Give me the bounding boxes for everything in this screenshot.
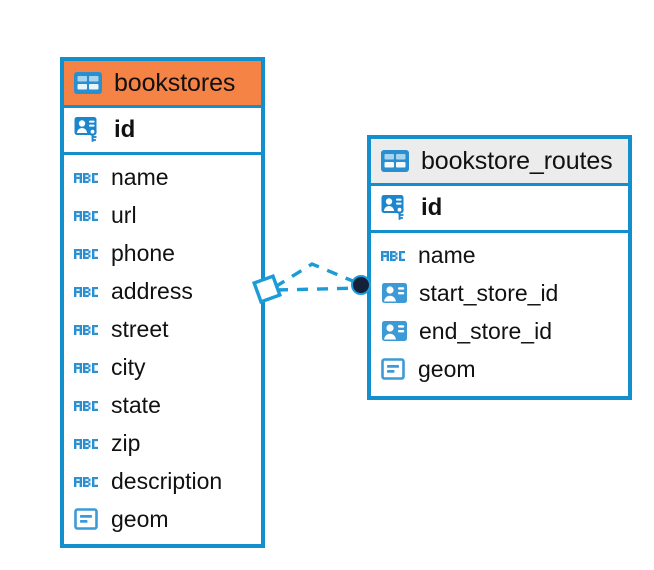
text-abc-icon [74, 433, 100, 453]
entity-bookstore-routes[interactable]: bookstore_routes [367, 135, 632, 400]
field-row-primary-key[interactable]: id [371, 186, 628, 233]
field-row-geom[interactable]: geom [64, 500, 261, 538]
field-row-phone[interactable]: phone [64, 234, 261, 272]
field-label: geom [111, 505, 169, 532]
field-label: start_store_id [419, 279, 559, 306]
text-abc-icon [74, 243, 100, 263]
diamond-outline-marker [252, 274, 282, 304]
field-row-description[interactable]: description [64, 462, 261, 500]
field-row-end-store-id[interactable]: end_store_id [371, 312, 628, 350]
text-abc-icon [74, 357, 100, 377]
entity-header-bookstore-routes[interactable]: bookstore_routes [371, 139, 628, 186]
field-label: id [114, 116, 136, 143]
field-label: street [111, 315, 169, 342]
field-label: description [111, 467, 223, 494]
table-icon [73, 70, 103, 96]
text-abc-icon [74, 395, 100, 415]
entity-header-bookstores[interactable]: bookstores [64, 61, 261, 108]
field-label: name [111, 163, 169, 190]
geometry-icon [74, 507, 100, 531]
field-label: name [418, 241, 476, 268]
relationship-line-upper [274, 262, 361, 289]
field-label: city [111, 353, 146, 380]
text-abc-icon [74, 471, 100, 491]
field-row-state[interactable]: state [64, 386, 261, 424]
relationship-connector[interactable] [250, 243, 380, 313]
field-row-geom[interactable]: geom [371, 350, 628, 388]
text-abc-icon [74, 167, 100, 187]
field-row-zip[interactable]: zip [64, 424, 261, 462]
field-row-name[interactable]: name [64, 158, 261, 196]
entity-bookstores[interactable]: bookstores [60, 57, 265, 548]
field-row-name[interactable]: name [371, 236, 628, 274]
field-row-url[interactable]: url [64, 196, 261, 234]
field-row-street[interactable]: street [64, 310, 261, 348]
relationship-line-lower [276, 286, 361, 292]
primary-key-icon [74, 116, 103, 144]
entity-title: bookstore_routes [421, 146, 613, 175]
text-abc-icon [381, 245, 407, 265]
field-row-city[interactable]: city [64, 348, 261, 386]
foreign-key-icon [381, 318, 408, 344]
field-label: zip [111, 429, 141, 456]
field-row-start-store-id[interactable]: start_store_id [371, 274, 628, 312]
table-icon [380, 148, 410, 174]
field-label: url [111, 201, 137, 228]
field-list-bookstore-routes: name start_store_id [371, 233, 628, 388]
field-list-bookstores: name u [64, 155, 261, 538]
geometry-icon [381, 357, 407, 381]
filled-circle-marker [351, 275, 371, 295]
field-row-primary-key[interactable]: id [64, 108, 261, 155]
text-abc-icon [74, 205, 100, 225]
text-abc-icon [74, 281, 100, 301]
field-label: geom [418, 355, 476, 382]
foreign-key-icon [381, 280, 408, 306]
field-label: state [111, 391, 161, 418]
field-label: end_store_id [419, 317, 552, 344]
primary-key-icon [381, 194, 410, 222]
field-label: id [421, 194, 443, 221]
text-abc-icon [74, 319, 100, 339]
field-label: address [111, 277, 193, 304]
entity-title: bookstores [114, 68, 236, 97]
field-label: phone [111, 239, 175, 266]
field-row-address[interactable]: address [64, 272, 261, 310]
